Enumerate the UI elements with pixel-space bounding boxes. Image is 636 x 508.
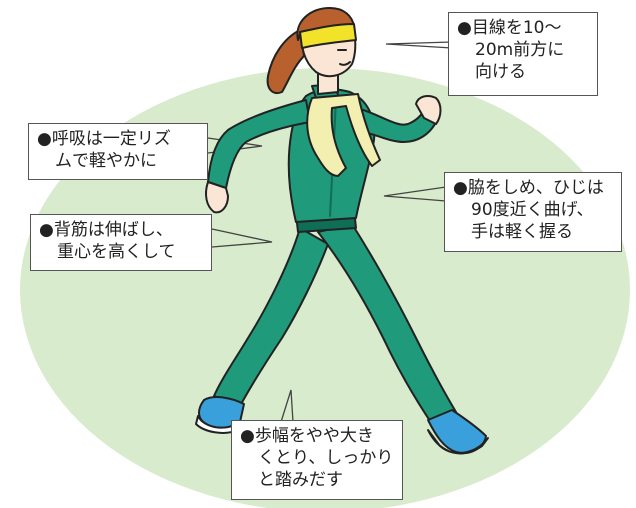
callout-back-line-2: 重心を高くして (57, 242, 176, 262)
callout-stride-line-3: と踏みだす (258, 470, 343, 490)
callout-back-line-1: ●背筋は伸ばし、 (39, 220, 173, 240)
callout-breath-line-1: ●呼吸は一定リズ (37, 129, 171, 149)
callout-stride: ●歩幅をやや大き くとり、しっかり と踏みだす (231, 420, 403, 500)
callout-arms-line-2: 90度近く曲げ、 (471, 200, 594, 220)
callout-gaze-line-1: ●目線を10～ (457, 18, 562, 38)
front-shoe-sole (427, 429, 489, 455)
callout-breath-line-2: ムで軽やかに (55, 151, 157, 171)
leader-line-stride (280, 389, 294, 423)
callout-arms-line-1: ●脇をしめ、ひじは (453, 178, 604, 198)
callout-back: ●背筋は伸ばし、 重心を高くして (30, 214, 212, 271)
callout-stride-line-1: ●歩幅をやや大き (240, 426, 374, 446)
callout-arms-line-3: 手は軽く握る (471, 222, 573, 242)
leader-line-gaze (385, 41, 453, 49)
callout-gaze-line-2: 20m前方に (475, 40, 565, 60)
callout-gaze: ●目線を10～ 20m前方に 向ける (448, 12, 598, 96)
leader-line-back (211, 228, 273, 248)
callout-arms: ●脇をしめ、ひじは 90度近く曲げ、 手は軽く握る (444, 172, 622, 252)
left-hand (205, 181, 229, 214)
leader-lines (207, 41, 453, 423)
right-hand (415, 95, 442, 125)
walking-woman-illustration (195, 7, 489, 455)
towel (306, 93, 381, 177)
callout-stride-line-2: くとり、しっかり (258, 448, 394, 468)
callout-breath: ●呼吸は一定リズ ムで軽やかに (28, 123, 208, 180)
leader-line-arms (383, 186, 447, 202)
ponytail (266, 29, 305, 94)
callout-gaze-line-3: 向ける (475, 62, 526, 82)
headband (299, 23, 357, 49)
mouth (339, 61, 351, 66)
